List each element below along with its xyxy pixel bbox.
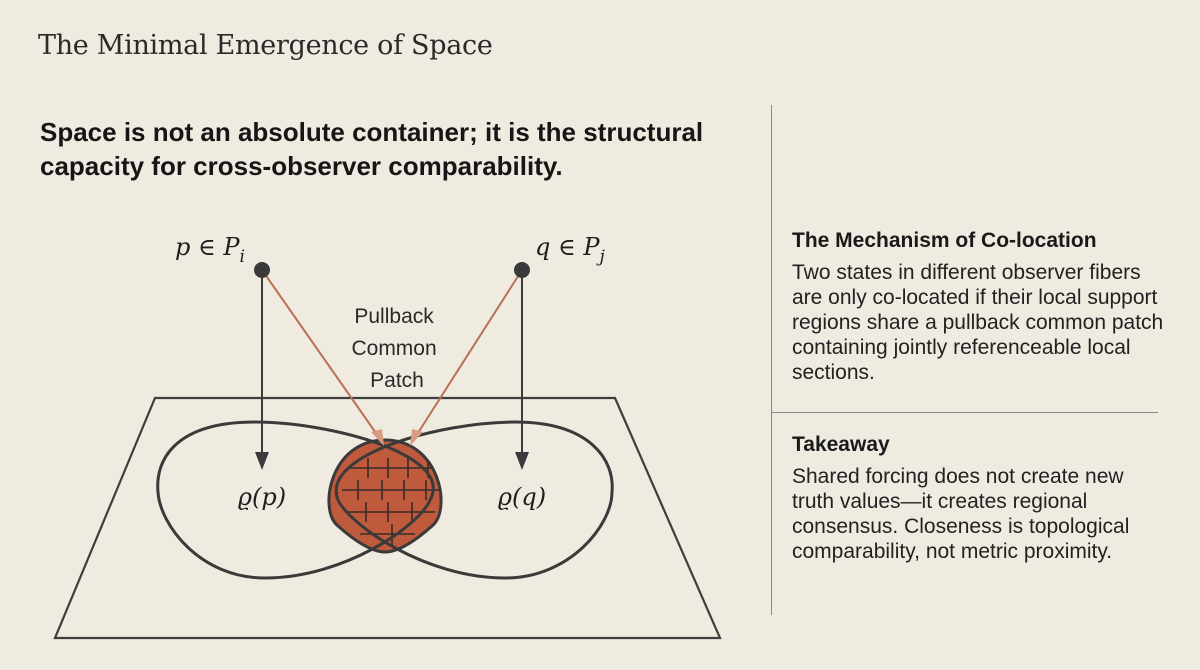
point-p-label: p ∈ Pi [175,233,245,267]
co-location-diagram: p ∈ Pi q ∈ Pj Pullback Common Patch ϱ(p)… [53,233,722,640]
patch-label: Pullback Common Patch [351,305,442,392]
point-p-dot [254,262,270,278]
pullback-line-q [415,269,523,437]
left-support-region [156,420,435,580]
takeaway-section: Takeaway Shared forcing does not create … [792,432,1167,564]
takeaway-heading: Takeaway [792,433,890,456]
takeaway-text: Shared forcing does not create new truth… [792,465,1130,563]
section-divider [772,412,1158,413]
page-title: The Minimal Emergence of Space [38,30,493,61]
thesis-statement: Space is not an absolute container; it i… [40,117,704,181]
pullback-arrowhead-q [410,429,423,446]
base-plane [53,396,722,640]
projection-arrowhead-q [515,452,529,470]
mechanism-text: Two states in different observer fibers … [792,261,1164,384]
mechanism-heading: The Mechanism of Co-location [792,229,1097,252]
image-q-label: ϱ(q) [498,483,546,511]
column-divider [771,105,772,615]
common-patch-region [327,438,443,554]
mechanism-section: The Mechanism of Co-location Two states … [792,228,1167,385]
local-sections-marks [342,458,440,546]
image-p-label: ϱ(p) [238,483,286,511]
pullback-line-p [261,269,379,437]
point-q-dot [514,262,530,278]
projection-arrowhead-p [255,452,269,470]
point-q-label: q ∈ Pj [535,233,606,267]
pullback-arrowhead-p [371,429,384,446]
